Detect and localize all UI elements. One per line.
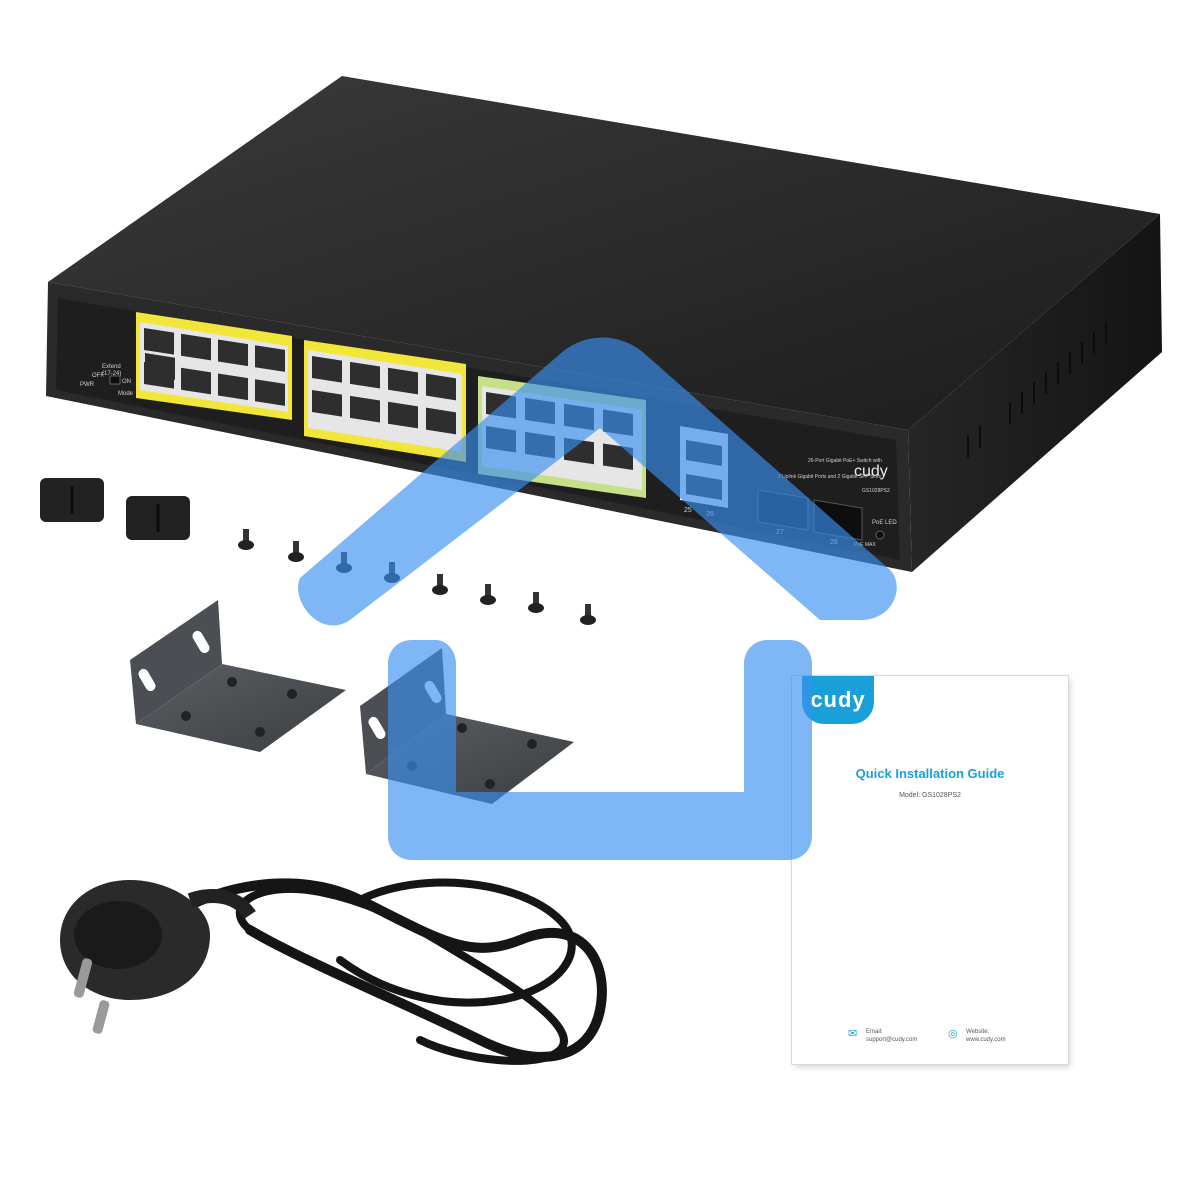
rj45-port <box>426 373 456 401</box>
guide-brand-logo: cudy <box>802 676 874 724</box>
off-label: OFF <box>92 373 104 379</box>
poe-led-button[interactable] <box>875 530 885 540</box>
power-cord <box>135 878 607 1065</box>
rj45-port <box>564 403 594 431</box>
switch-description-1: 26-Port Gigabit PoE+ Switch with <box>808 458 882 464</box>
globe-icon: ◎ <box>948 1028 958 1040</box>
rj45-port <box>603 409 633 437</box>
guide-model: Model: GS1028PS2 <box>899 792 961 799</box>
rj45-port <box>144 328 174 355</box>
uplink-label-25: 25 <box>684 507 692 514</box>
rj45-port <box>388 401 418 429</box>
rj45-port <box>426 407 456 435</box>
rj45-port <box>486 426 516 453</box>
rj45-port <box>525 431 555 459</box>
screw <box>384 562 400 583</box>
mode-switch-area: Extend (17-24) OFF ON PWR Mode <box>80 364 134 397</box>
guide-website: ◎ Website: www.cudy.com <box>948 1028 1006 1044</box>
rubber-feet <box>40 478 190 540</box>
screw <box>528 592 544 613</box>
guide-title: Quick Installation Guide <box>855 766 1005 781</box>
rj45-port <box>350 361 380 389</box>
rj45-port <box>181 333 211 361</box>
screw <box>432 574 448 595</box>
email-label: Email: <box>866 1029 883 1035</box>
mounting-screws <box>238 529 596 625</box>
website-address: www.cudy.com <box>966 1037 1006 1043</box>
screw <box>336 552 352 573</box>
screw <box>580 604 596 625</box>
port-block-1-8 <box>136 312 292 420</box>
guide-email: ✉ Email: support@cudy.com <box>848 1028 917 1044</box>
sfp-label-28: 28 <box>830 539 838 546</box>
rj45-port <box>312 390 342 417</box>
quick-installation-guide: cudy Quick Installation Guide Model: GS1… <box>792 676 1068 1064</box>
rj45-port <box>312 356 342 383</box>
rj45-port <box>255 345 285 372</box>
screw <box>288 541 304 562</box>
switch-model: GS1028PS2 <box>862 488 890 494</box>
pwr-label: PWR <box>80 382 95 388</box>
rj45-port <box>525 397 555 425</box>
rj45-port <box>181 367 211 395</box>
rj45-port <box>564 437 594 465</box>
on-label: ON <box>122 379 131 385</box>
rack-bracket-left <box>130 600 346 752</box>
website-label: Website: <box>966 1029 990 1035</box>
mode-label: Mode <box>118 391 134 397</box>
email-address: support@cudy.com <box>866 1037 918 1043</box>
screw <box>238 529 254 550</box>
uplink-label-26: 26 <box>706 511 714 518</box>
network-switch: 25 26 27 28 Extend (17-24) OFF ON PWR Mo… <box>46 76 1162 572</box>
poe-max-label: PoE MAX <box>854 542 876 548</box>
switch-description-2: 2 Uplink Gigabit Ports and 2 Gigabit SFP… <box>778 474 882 480</box>
rj45-port <box>255 379 285 406</box>
extend-range-label: (17-24) <box>102 371 121 377</box>
rj45-port <box>350 395 380 423</box>
rj45-port <box>603 443 633 471</box>
extend-label: Extend <box>102 364 121 370</box>
screw <box>480 584 496 605</box>
rj45-port <box>486 392 516 419</box>
side-vents <box>967 322 1107 458</box>
poe-led-label: PoE LED <box>872 520 897 526</box>
euro-plug <box>60 880 256 1034</box>
rj45-port <box>218 339 248 367</box>
rj45-port <box>218 373 248 401</box>
sfp-label-27: 27 <box>776 529 784 536</box>
email-icon: ✉ <box>848 1028 858 1040</box>
rack-bracket-right <box>360 648 574 804</box>
rj45-port <box>388 367 418 395</box>
rj45-port <box>144 362 174 389</box>
mode-toggle[interactable] <box>109 375 121 385</box>
